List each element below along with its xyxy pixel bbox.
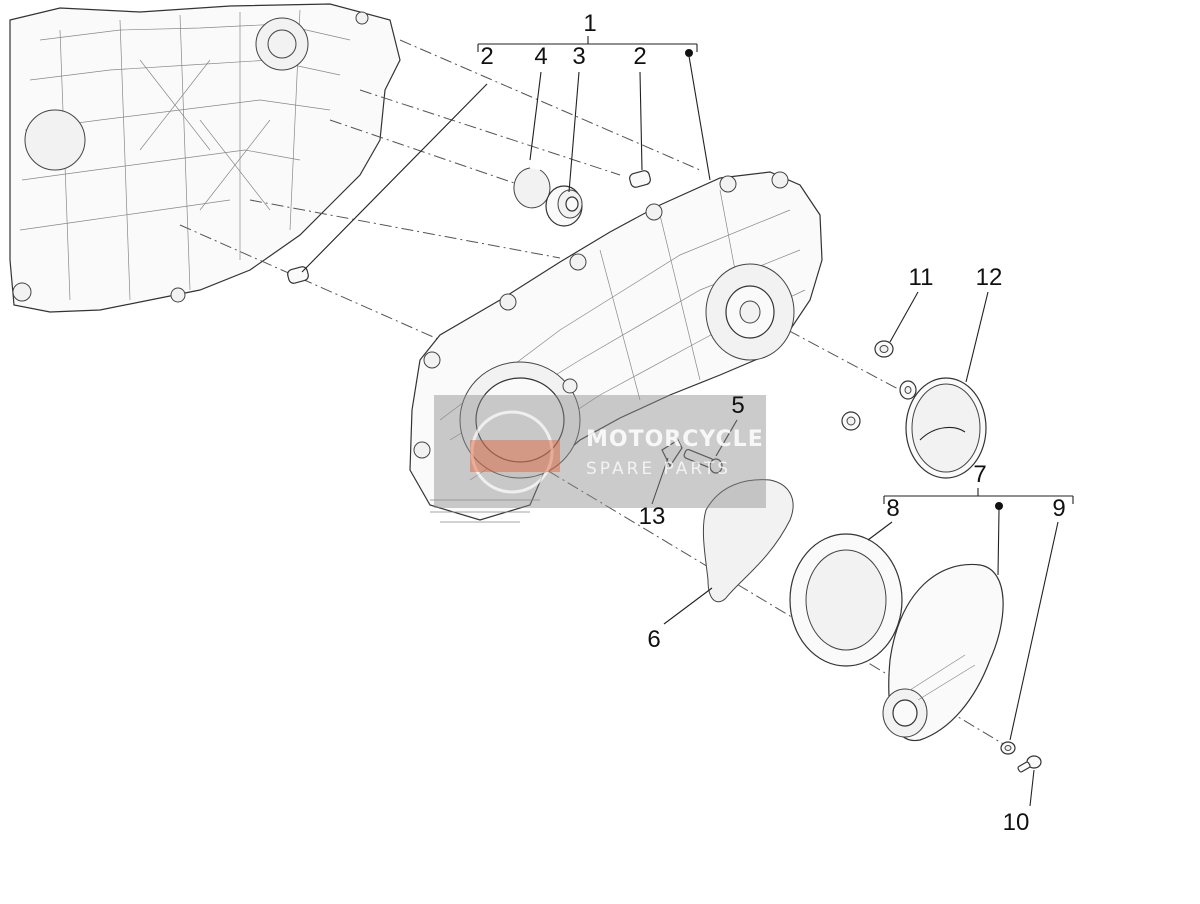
callout-7: 7 [973,461,986,488]
callout-10: 10 [1003,809,1030,836]
washer-middle [899,380,917,400]
emblem-cover [905,377,987,479]
watermark-title: MOTORCYCLE [586,427,764,452]
screw-10 [1017,755,1042,773]
bearing [545,185,583,227]
dowel-pin-right [629,170,651,188]
callout-11: 11 [909,264,934,291]
callout-5: 5 [731,392,744,419]
engine-crankcase [9,3,401,313]
air-duct-cover [882,563,1004,742]
rubber-bush [841,411,861,431]
callout-1: 1 [583,10,596,37]
callout-3: 3 [572,43,585,70]
callout-6: 6 [647,626,660,653]
callout-9: 9 [1052,495,1065,522]
gasket [702,479,794,603]
callout-13: 13 [639,503,666,530]
transmission-cover [409,171,823,523]
callout-labels: 1 2 4 3 2 11 12 5 13 7 8 9 6 10 [480,10,1065,836]
screw-5 [683,448,723,474]
circlip [513,167,551,209]
watermark: MOTORCYCLE SPARE PARTS [434,395,766,508]
seal-ring [789,533,903,667]
callout-8: 8 [886,495,899,522]
callout-2-left: 2 [480,43,493,70]
callout-4: 4 [534,43,547,70]
callout-2-right: 2 [633,43,646,70]
callout-12: 12 [976,264,1003,291]
watermark-subtitle: SPARE PARTS [586,459,731,479]
leader-lines [301,36,1074,807]
washer-9 [1000,741,1016,755]
washer-nut-11 [874,340,894,358]
